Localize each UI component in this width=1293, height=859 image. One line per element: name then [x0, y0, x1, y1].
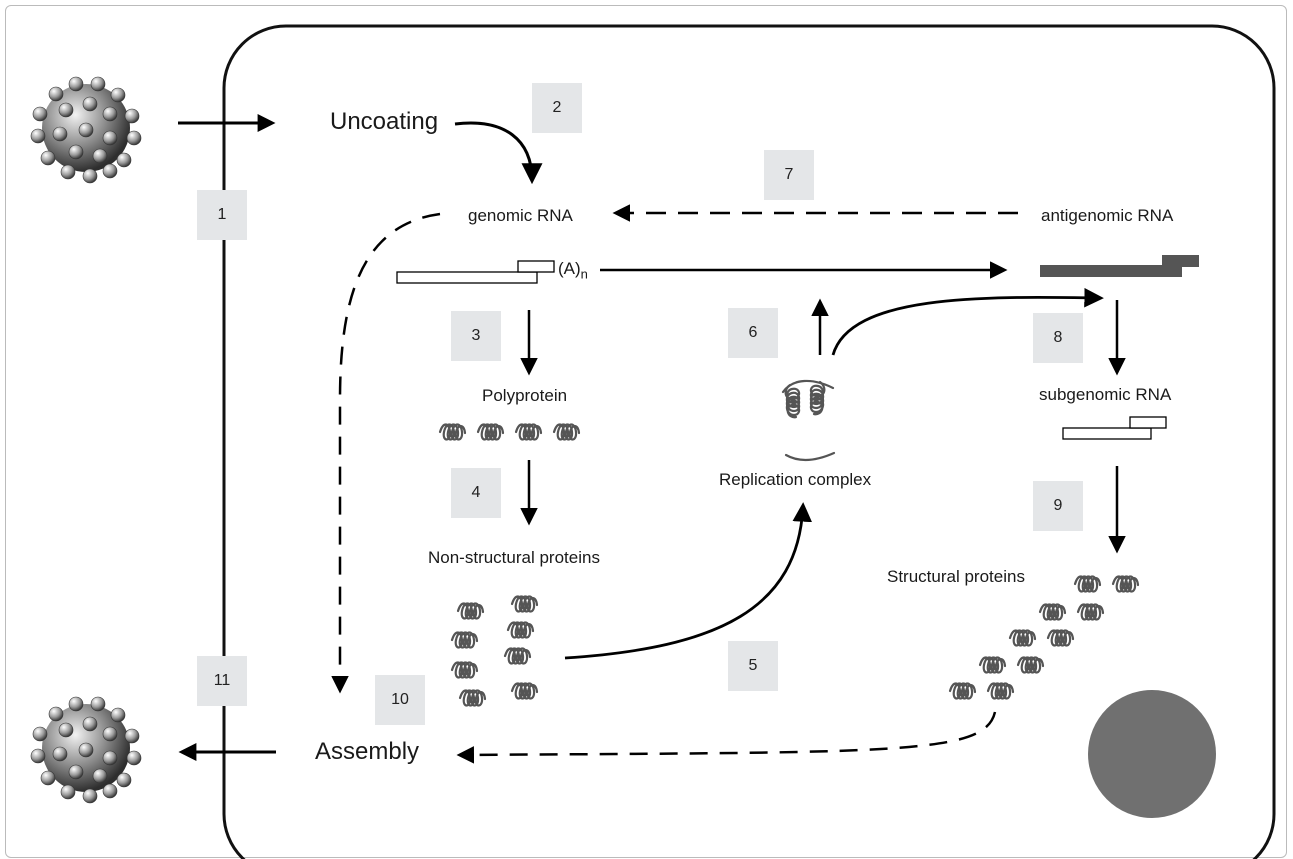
polyprotein-coil-icon: [438, 423, 581, 441]
structural-protein-coils-icon: [948, 575, 1140, 700]
nucleus-icon: [1088, 690, 1216, 818]
step-10-box: 10: [375, 675, 425, 725]
uncoating-to-genomic-arrow: [454, 121, 543, 185]
nonstructural-to-replication-arrow: [564, 502, 813, 660]
step-1-box: 1: [197, 190, 247, 240]
step-4-box: 4: [451, 468, 501, 518]
non-structural-protein-coils-icon: [450, 595, 539, 707]
polyprotein-label: Polyprotein: [482, 386, 568, 405]
non-structural-proteins-label: Non-structural proteins: [428, 548, 600, 567]
step-5-box: 5: [728, 641, 778, 691]
released-virion-icon: [30, 696, 142, 804]
antigenomic-rna-strand-icon: [1040, 255, 1199, 277]
assembly-label: Assembly: [315, 738, 420, 765]
figure-frame: [5, 5, 1287, 858]
incoming-virion-icon: [30, 76, 142, 184]
genomic-rna-strand-icon: [396, 260, 555, 284]
structural-to-assembly-dashed-arrow: [456, 711, 997, 764]
step-9-box: 9: [1033, 481, 1083, 531]
step-11-box: 11: [197, 656, 247, 706]
step-2-box: 2: [532, 83, 582, 133]
poly-a-base: (A): [558, 259, 581, 278]
uncoating-label: Uncoating: [330, 108, 439, 135]
subgenomic-rna-strand-icon: [1062, 416, 1167, 440]
replication-complex-icon: [781, 379, 836, 462]
replication-complex-label: Replication complex: [719, 470, 872, 489]
antigenomic-rna-label: antigenomic RNA: [1041, 206, 1174, 225]
replication-to-antigenomic-arrow: [831, 287, 1104, 356]
step-7-box: 7: [764, 150, 814, 200]
genomic-rna-label: genomic RNA: [468, 206, 573, 225]
structural-proteins-label: Structural proteins: [887, 567, 1025, 586]
step-3-box: 3: [451, 311, 501, 361]
cell-membrane: [222, 24, 1276, 859]
step-8-box: 8: [1033, 313, 1083, 363]
step-6-box: 6: [728, 308, 778, 358]
subgenomic-rna-label: subgenomic RNA: [1039, 385, 1172, 404]
poly-a-tail-label: (A)n: [558, 259, 588, 281]
poly-a-subscript: n: [580, 266, 588, 282]
genomic-to-assembly-dashed-arrow: [331, 212, 441, 694]
